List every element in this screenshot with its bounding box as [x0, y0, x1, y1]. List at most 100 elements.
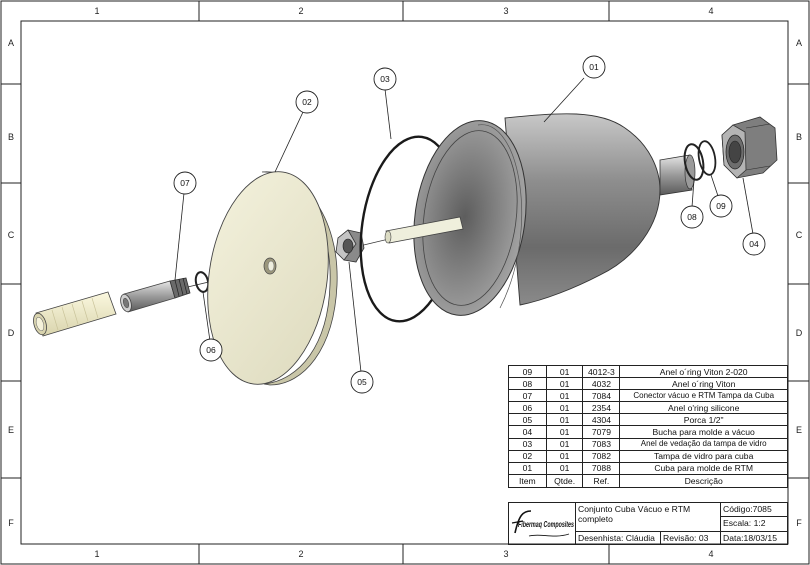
- zone-row-c-right: C: [796, 230, 803, 240]
- bom-header-desc: Descrição: [619, 473, 788, 488]
- date-text: Data:18/03/15: [723, 533, 777, 543]
- part-bowl: [384, 113, 696, 316]
- balloon-06: 06: [199, 338, 223, 362]
- scale-cell: Escala: 1:2: [720, 516, 788, 532]
- balloon-08-label: 08: [687, 212, 697, 222]
- balloon-09-label: 09: [716, 201, 726, 211]
- bom-cell-qty: 01: [545, 425, 584, 439]
- zone-col-1-bottom: 1: [94, 549, 99, 559]
- bom-cell-desc: Anel o´ring Viton 2-020: [619, 364, 788, 379]
- revision-cell: Revisão: 03: [660, 531, 721, 545]
- zone-row-f-right: F: [796, 518, 802, 528]
- zone-col-2-top: 2: [298, 6, 303, 16]
- zone-row-b-left: B: [8, 132, 14, 142]
- balloon-05-label: 05: [357, 377, 367, 387]
- bom-header-item: Item: [508, 473, 547, 488]
- revision-text: Revisão: 03: [663, 533, 709, 543]
- part-oring-viton: [683, 143, 705, 181]
- code-text: Código:7085: [723, 504, 772, 514]
- logo-text: Fibermaq Composites: [518, 520, 574, 529]
- bom-cell-desc: Tampa de vidro para cuba: [619, 449, 788, 463]
- balloon-07: 07: [173, 171, 197, 195]
- balloon-04: 04: [742, 232, 766, 256]
- balloon-03: 03: [373, 67, 397, 91]
- zone-row-e-right: E: [796, 425, 802, 435]
- bom-cell-item: 03: [508, 437, 547, 451]
- zone-row-b-right: B: [796, 132, 802, 142]
- logo-cell: Fibermaq Composites: [508, 502, 576, 545]
- bom-header-row: Item Qtde. Ref. Descrição: [508, 473, 788, 488]
- bom-cell-desc: Bucha para molde a vácuo: [619, 425, 788, 439]
- bom-cell-ref: 7082: [582, 449, 621, 463]
- bom-cell-desc: Anel o'ring silicone: [619, 401, 788, 415]
- code-cell: Código:7085: [720, 502, 788, 517]
- bom-cell-qty: 01: [545, 377, 584, 391]
- balloon-02-label: 02: [302, 97, 312, 107]
- bom-cell-qty: 01: [545, 401, 584, 415]
- drawing-title: Conjunto Cuba Vácuo e RTM completo: [575, 502, 721, 532]
- date-cell: Data:18/03/15: [720, 531, 788, 545]
- zone-row-f-left: F: [8, 518, 14, 528]
- balloon-05: 05: [350, 370, 374, 394]
- balloon-08: 08: [680, 205, 704, 229]
- bom-header-qty: Qtde.: [545, 473, 584, 488]
- bom-cell-qty: 01: [545, 437, 584, 451]
- drawn-by-cell: Desenhista: Cláudia: [575, 531, 661, 545]
- zone-row-e-left: E: [8, 425, 14, 435]
- bom-cell-ref: 7079: [582, 425, 621, 439]
- bom-cell-item: 07: [508, 389, 547, 403]
- zone-col-3-top: 3: [503, 6, 508, 16]
- bom-cell-qty: 01: [545, 449, 584, 463]
- zone-col-3-bottom: 3: [503, 549, 508, 559]
- bom-cell-item: 06: [508, 401, 547, 415]
- drawing-title-text: Conjunto Cuba Vácuo e RTM completo: [578, 504, 691, 524]
- bom-cell-ref: 4304: [582, 413, 621, 427]
- zone-row-a-right: A: [796, 38, 802, 48]
- bom-cell-ref: 7088: [582, 461, 621, 475]
- bom-header-ref: Ref.: [582, 473, 621, 488]
- bom-cell-item: 04: [508, 425, 547, 439]
- bom-cell-ref: 4012-3: [582, 364, 621, 379]
- zone-row-c-left: C: [8, 230, 15, 240]
- zone-row-d-right: D: [796, 328, 803, 338]
- bom-cell-qty: 01: [545, 413, 584, 427]
- fibermaq-logo: Fibermaq Composites: [511, 510, 574, 537]
- bom-cell-qty: 01: [545, 461, 584, 475]
- part-glass-lid: [207, 171, 338, 386]
- bom-cell-item: 09: [508, 364, 547, 379]
- bom-cell-item: 01: [508, 461, 547, 475]
- title-block: Fibermaq Composites Conjunto Cuba Vácuo …: [508, 502, 788, 545]
- bom-cell-ref: 7084: [582, 389, 621, 403]
- bom-cell-ref: 2354: [582, 401, 621, 415]
- bom-cell-item: 05: [508, 413, 547, 427]
- balloon-04-label: 04: [749, 239, 759, 249]
- drawn-by-text: Desenhista: Cláudia: [578, 533, 655, 543]
- bom-cell-desc: Porca 1/2": [619, 413, 788, 427]
- zone-col-4-top: 4: [708, 6, 713, 16]
- part-vacuum-connector: [120, 277, 191, 313]
- scale-text: Escala: 1:2: [723, 518, 766, 528]
- balloon-01: 01: [582, 55, 606, 79]
- zone-row-a-left: A: [8, 38, 14, 48]
- bom-cell-qty: 01: [545, 389, 584, 403]
- balloon-02: 02: [295, 90, 319, 114]
- bom-cell-qty: 01: [545, 364, 584, 379]
- bom-cell-desc: Anel de vedação da tampa de vidro: [619, 437, 788, 451]
- zone-col-1-top: 1: [94, 6, 99, 16]
- bom-cell-item: 02: [508, 449, 547, 463]
- zone-row-d-left: D: [8, 328, 15, 338]
- bom-cell-ref: 4032: [582, 377, 621, 391]
- balloon-03-label: 03: [380, 74, 390, 84]
- part-filter-tube: [33, 291, 117, 337]
- bom-cell-ref: 7083: [582, 437, 621, 451]
